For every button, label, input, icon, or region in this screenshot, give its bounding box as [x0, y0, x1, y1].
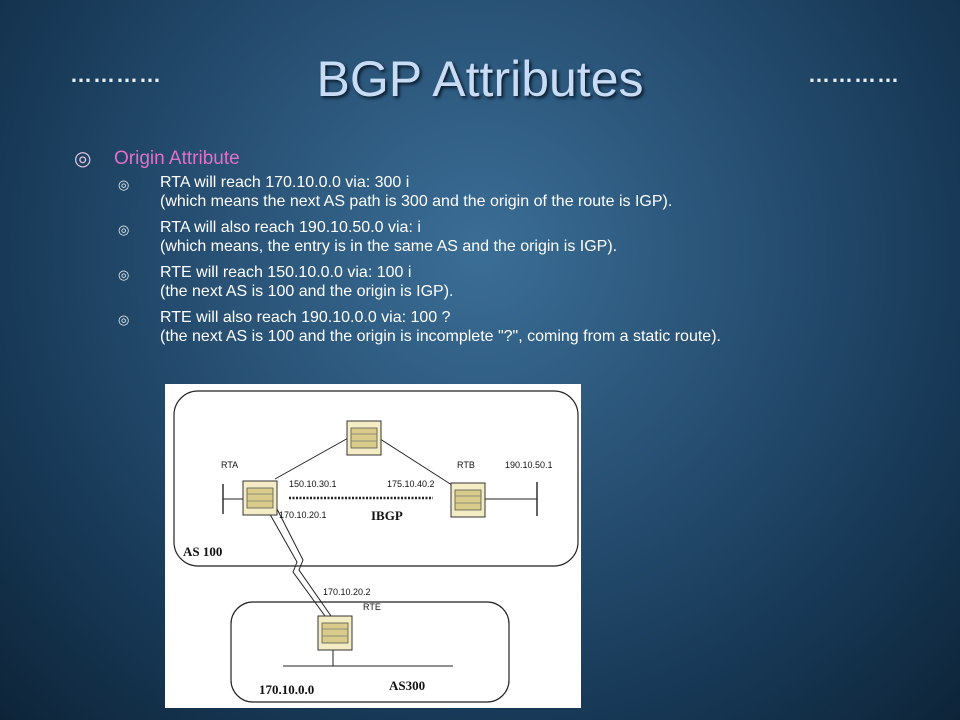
bullet-icon: ◎	[118, 222, 130, 237]
bullet-list: ◎ RTA will reach 170.10.0.0 via: 300 i (…	[118, 174, 948, 354]
item-line: RTE will reach 150.10.0.0 via: 100 i	[160, 264, 412, 281]
network-diagram: RTA RTB RTE 150.10.30.1 175.10.40.2 190.…	[165, 384, 581, 708]
bullet-icon: ◎	[118, 177, 130, 192]
label-ip-rte-ebgp: 170.10.20.2	[323, 587, 371, 597]
label-ip-rtb-ibgp: 175.10.40.2	[387, 479, 435, 489]
title-dots-right: …………	[808, 62, 900, 87]
router-icon	[450, 482, 486, 518]
list-item: ◎ RTE will also reach 190.10.0.0 via: 10…	[118, 309, 948, 346]
ebgp-link-a	[266, 508, 326, 617]
label-ibgp: IBGP	[371, 508, 403, 523]
ebgp-link-b	[276, 508, 332, 617]
label-rte: RTE	[363, 602, 381, 612]
item-line: (which means, the entry is in the same A…	[160, 237, 618, 255]
router-icon	[317, 615, 353, 651]
router-icon	[242, 480, 278, 516]
item-line: (the next AS is 100 and the origin is IG…	[160, 282, 454, 300]
router-icon	[346, 420, 382, 456]
slide-title: BGP Attributes	[316, 51, 644, 107]
item-line: RTA will also reach 190.10.50.0 via: i	[160, 219, 421, 236]
bullet-icon: ◎	[118, 267, 130, 282]
item-line: (the next AS is 100 and the origin is in…	[160, 327, 721, 345]
list-item: ◎ RTA will reach 170.10.0.0 via: 300 i (…	[118, 174, 948, 211]
label-rtb: RTB	[457, 460, 475, 470]
item-line: RTE will also reach 190.10.0.0 via: 100 …	[160, 309, 451, 326]
list-item: ◎ RTA will also reach 190.10.50.0 via: i…	[118, 219, 948, 256]
label-ip-rtb-lan: 190.10.50.1	[505, 460, 553, 470]
heading-origin-attribute: ◎ Origin Attribute	[74, 146, 240, 171]
label-rta: RTA	[221, 460, 238, 470]
label-ip-rta-ebgp: 170.10.20.1	[279, 510, 327, 520]
item-line: RTA will reach 170.10.0.0 via: 300 i	[160, 174, 410, 191]
item-line: (which means the next AS path is 300 and…	[160, 192, 673, 210]
list-item: ◎ RTE will reach 150.10.0.0 via: 100 i (…	[118, 264, 948, 301]
label-net-rte: 170.10.0.0	[259, 682, 314, 697]
as100-region	[173, 390, 579, 567]
bullet-icon: ◎	[118, 312, 130, 327]
link-rta-top	[274, 436, 351, 480]
title-dots-left: …………	[70, 62, 162, 87]
bullet-icon: ◎	[74, 148, 92, 170]
label-as300: AS300	[389, 678, 425, 693]
label-as100: AS 100	[183, 544, 222, 559]
as300-region	[230, 601, 510, 703]
link-top-rtb	[376, 436, 456, 488]
heading-label: Origin Attribute	[114, 147, 240, 169]
label-ip-rta-ibgp: 150.10.30.1	[289, 479, 337, 489]
